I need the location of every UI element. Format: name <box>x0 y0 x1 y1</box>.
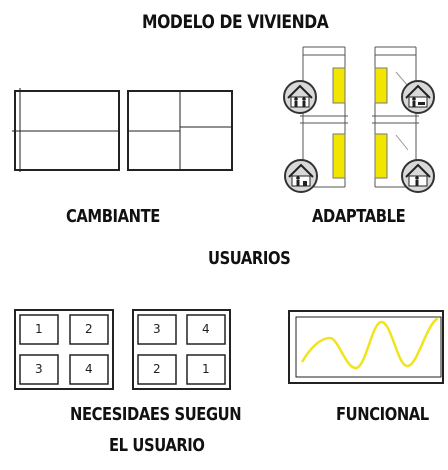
grid-left-cell: 2 <box>85 322 93 336</box>
family-house-icon <box>283 80 317 114</box>
needs-grid-left <box>14 309 114 390</box>
usuarios-label: USUARIOS <box>208 248 291 269</box>
single-person-house-icon <box>401 159 435 193</box>
adaptable-label: ADAPTABLE <box>312 206 406 227</box>
necesidades-label-line1: NECESIDAES SUEGUN <box>70 404 242 425</box>
needs-grid-right <box>132 309 231 390</box>
page-title: MODELO DE VIVIENDA <box>142 11 329 33</box>
necesidades-label-line2: EL USUARIO <box>109 435 205 456</box>
cambiante-label: CAMBIANTE <box>66 206 160 227</box>
funcional-label: FUNCIONAL <box>336 404 429 425</box>
grid-left-cell: 4 <box>85 362 93 376</box>
couple-house-icon <box>284 159 318 193</box>
grid-right-cell: 1 <box>202 362 210 376</box>
grid-right-cell: 2 <box>153 362 161 376</box>
grid-right-cell: 4 <box>202 322 210 336</box>
funcional-box <box>288 310 444 384</box>
grid-right-cell: 3 <box>153 322 161 336</box>
functional-wave <box>300 316 439 370</box>
person-dog-house-icon <box>401 80 435 114</box>
adaptable-plan-left <box>300 46 348 188</box>
grid-left-cell: 3 <box>35 362 43 376</box>
cambiante-plan-left <box>12 88 120 172</box>
grid-left-cell: 1 <box>35 322 43 336</box>
cambiante-plan-right <box>127 90 233 171</box>
